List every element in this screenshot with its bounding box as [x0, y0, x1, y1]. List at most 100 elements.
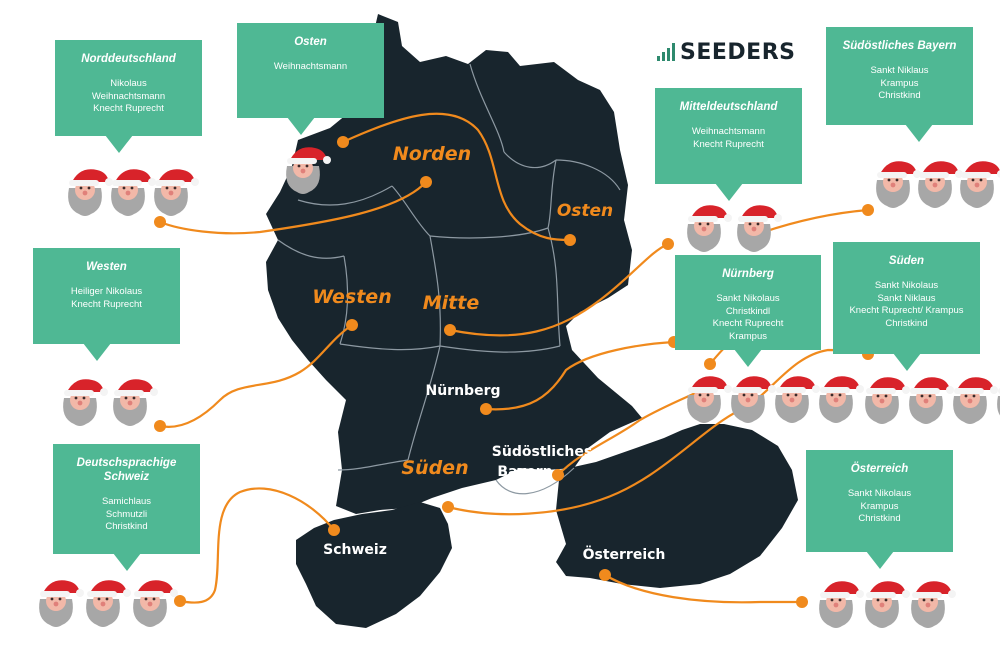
route-dot [704, 358, 716, 370]
callout-line: Krampus [880, 77, 919, 89]
santa-icon [909, 377, 954, 424]
santa-icon [865, 377, 910, 424]
route-dot [154, 420, 166, 432]
route-dot [796, 596, 808, 608]
santa-icon [111, 169, 156, 216]
santa-layer [39, 147, 1000, 628]
route-line [447, 348, 869, 516]
route-line [342, 112, 571, 242]
map-label-suedost_1: Südöstliches [492, 444, 592, 460]
state-border-line [469, 63, 505, 153]
santa-icon [737, 205, 782, 252]
callout-line: Sankt Nikolaus [874, 280, 939, 291]
callout-oesterreich: Österreich Sankt Nikolaus Krampus Christ… [806, 450, 953, 569]
route-dot [552, 469, 564, 481]
route-dot [174, 595, 186, 607]
map-label-schweiz: Schweiz [323, 542, 387, 558]
callout-line: Knecht Ruprecht/ Krampus [849, 305, 964, 316]
callout-line: Heiliger Nikolaus [70, 286, 143, 297]
callout-line: Christkindl [725, 305, 771, 317]
santa-icon [876, 161, 921, 208]
state-borders [277, 63, 621, 495]
map-label-mitte: Mitte [423, 292, 480, 314]
route-dot [337, 136, 349, 148]
state-border-line [429, 227, 549, 239]
switzerland-shape [296, 502, 452, 628]
callout-line: Weihnachtsmann [91, 90, 166, 102]
route-dot [328, 524, 340, 536]
santa-icon [731, 376, 776, 423]
route-line [449, 242, 669, 337]
state-border-line [429, 235, 441, 347]
route-line [485, 340, 675, 411]
callout-line: Sankt Nikolaus [847, 488, 912, 499]
santa-icon [687, 205, 732, 252]
callout-title: Westen [86, 261, 127, 273]
callout-line: Knecht Ruprecht [71, 298, 142, 310]
route-dot [444, 324, 456, 336]
state-border-line [503, 151, 557, 169]
santa-icon [154, 169, 199, 216]
santa-icon [687, 376, 732, 423]
santa-icon [953, 377, 998, 424]
germany-shape [266, 14, 642, 514]
route-dot [442, 501, 454, 513]
route-dot [420, 176, 432, 188]
santa-icon [133, 580, 178, 627]
route-dot [154, 216, 166, 228]
map-label-sueden: Süden [401, 457, 468, 479]
callout-title: Süden [888, 255, 925, 267]
map-label-westen: Westen [312, 286, 391, 308]
callout-nuernberg: Nürnberg Sankt Nikolaus Christkindl Knec… [675, 255, 821, 367]
logo-text: SEEDERS [680, 39, 796, 65]
santa-icon [86, 580, 131, 627]
callout-line: Christkind [885, 317, 928, 329]
bar-chart-icon [657, 43, 675, 61]
callout-line: Christkind [858, 513, 901, 524]
santa-icon [286, 147, 331, 194]
callout-line: Sankt Nikolaus [716, 293, 780, 304]
route-line [179, 487, 335, 604]
state-border-line [391, 185, 431, 237]
santa-icon [68, 169, 113, 216]
land-layer [266, 14, 798, 628]
callout-title: Osten [294, 36, 327, 48]
callout-line: Weihnachtsmann [691, 126, 766, 137]
callout-title: Mitteldeutschland [679, 101, 778, 113]
callout-title: Nürnberg [722, 268, 774, 280]
callout-line: Knecht Ruprecht [93, 103, 164, 114]
callout-line: Knecht Ruprecht [712, 318, 784, 329]
route-dot [480, 403, 492, 415]
callout-osten: Osten Weihnachtsmann [237, 23, 384, 135]
santa-icon [865, 581, 910, 628]
route-line [159, 324, 353, 428]
callout-line: Krampus [728, 330, 767, 342]
callout-sueden: Süden Sankt Nikolaus Sankt Niklaus Knech… [833, 242, 980, 371]
callout-line: Nikolaus [110, 78, 147, 89]
callout-line: Christkind [878, 90, 921, 101]
callout-title: Österreich [850, 463, 909, 475]
route-dot [662, 238, 674, 250]
callout-line: Knecht Ruprecht [693, 138, 764, 150]
state-border-line [547, 227, 561, 347]
state-border-line [555, 159, 621, 191]
map-label-oesterreich: Österreich [583, 545, 666, 563]
callout-title: Deutschsprachige Schweiz [76, 457, 177, 483]
seeders-logo: SEEDERS [657, 39, 796, 65]
santa-icon [63, 379, 108, 426]
santa-icon [819, 581, 864, 628]
callout-line: Sankt Niklaus [870, 65, 929, 76]
route-line [604, 574, 802, 604]
callout-line: Schmutzli [105, 508, 148, 520]
callout-title: Südöstliches Bayern [842, 40, 957, 52]
santa-icon [918, 161, 963, 208]
map-label-nuernberg: Nürnberg [426, 383, 501, 399]
state-border-line [337, 459, 409, 471]
callout-line: Sankt Niklaus [877, 292, 936, 304]
santa-icon [775, 376, 820, 423]
state-border-line [439, 345, 561, 353]
state-border-line [547, 159, 557, 229]
callout-line: Krampus [860, 500, 899, 512]
